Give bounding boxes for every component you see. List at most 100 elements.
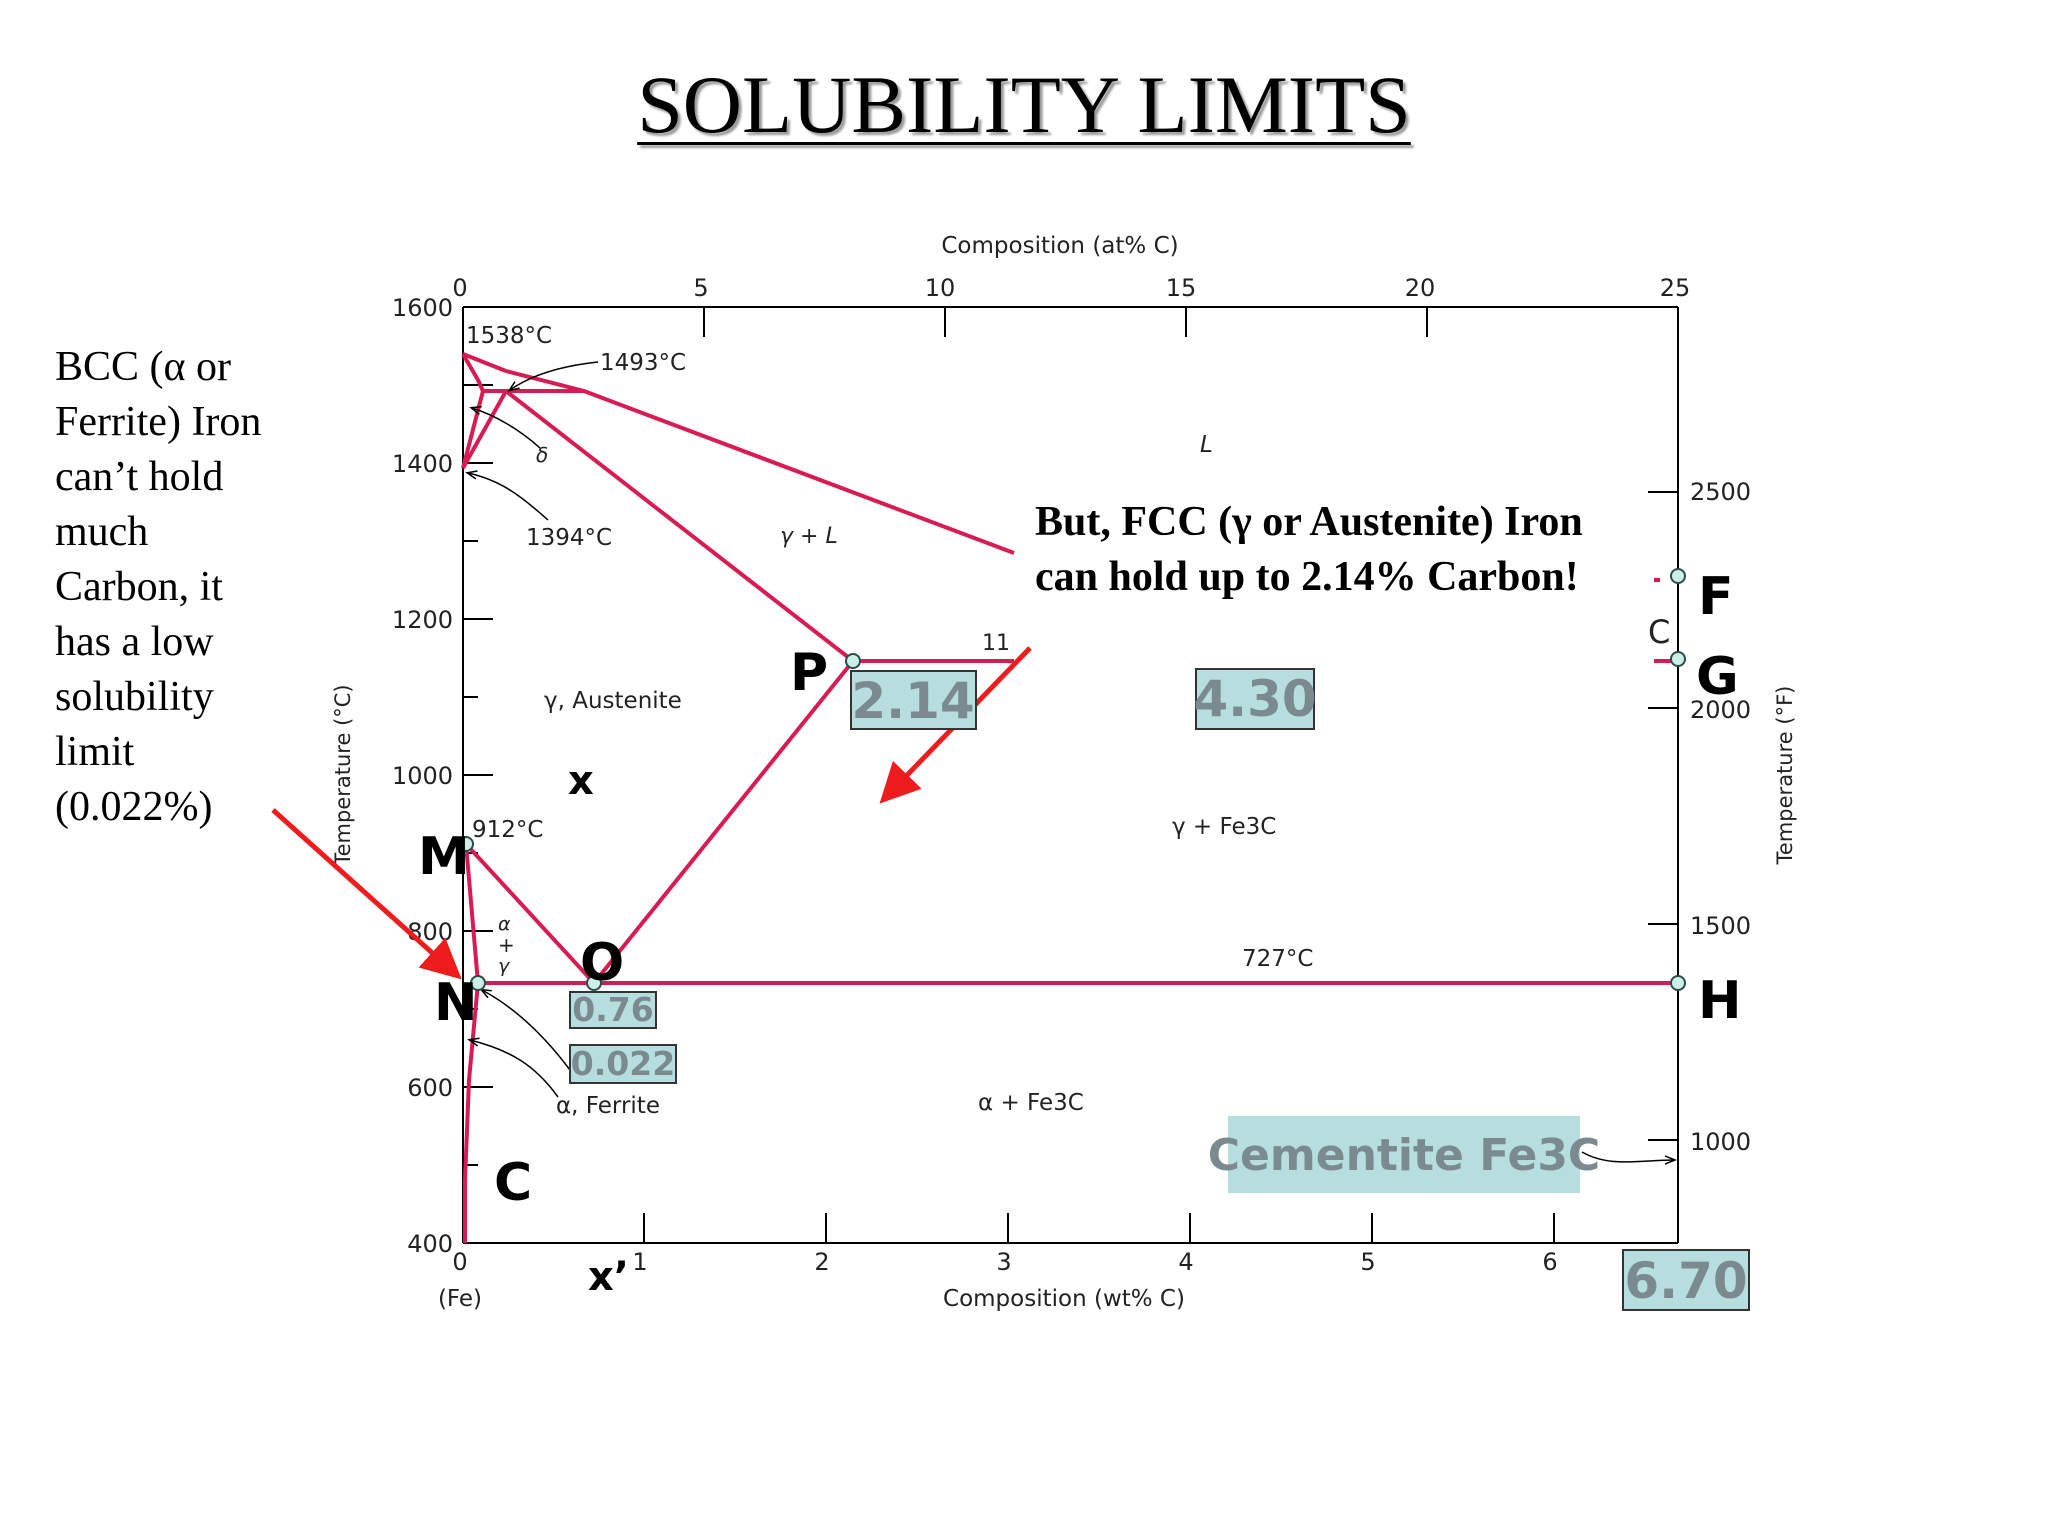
top-tick-label: 25 [1660,274,1691,302]
top-tick-labels: 0 5 10 15 20 25 [452,274,1690,302]
box-670: 6.70 [1622,1249,1750,1311]
right-tick-label: 1000 [1690,1128,1751,1156]
red-arrows [271,646,1032,980]
box-0022: 0.022 [569,1044,677,1084]
fe-label: (Fe) [438,1286,482,1312]
point-h [1670,975,1686,991]
label-c-mark: C [1648,613,1670,651]
phase-lines [461,352,1678,1243]
bottom-axis-title: Composition (wt% C) [943,1286,1185,1312]
letter-o: O [580,933,624,993]
right-tick-label: 2000 [1690,696,1751,724]
bcc-arrow [271,808,462,980]
region-alpha-fe3c: α + Fe3C [978,1090,1084,1116]
value-boxes: 2.14 4.30 0.76 0.022 6.70 Cementite Fe3C [569,668,1750,1311]
bcc-note: BCC (α or Ferrite) Iron can’t hold much … [55,344,262,830]
liquidus-upper [462,352,1015,555]
fcc-arrow [879,646,1032,804]
x-markers: x x’ [568,758,629,1300]
bottom-tick-label: 0 [452,1248,467,1276]
box-430-text: 4.30 [1193,670,1316,728]
top-tick-label: 15 [1166,274,1197,302]
region-austenite: γ, Austenite [544,688,682,714]
diagram-labels: 1538°C 1493°C 1394°C 912°C 727°C L γ + L… [466,323,1670,1119]
solidus [504,389,855,663]
temp-912: 912°C [472,817,543,843]
top-tick-label: 0 [452,274,467,302]
left-tick-label: 600 [407,1074,453,1102]
temperature-annotations [468,361,1674,1162]
letter-m: M [418,827,470,887]
point-f [1670,568,1686,584]
right-tick-labels: 2500 2000 1500 1000 [1690,478,1751,1156]
right-axis-title: Temperature (°F) [1773,686,1797,866]
point-g [1670,651,1686,667]
temp-1538: 1538°C [466,323,552,349]
alpha-gamma-boundary [464,843,480,984]
tick-marks [463,307,1678,1243]
letter-n: N [434,973,478,1033]
point-n [470,975,486,991]
top-axis-title: Composition (at% C) [941,233,1178,259]
bottom-tick-label: 5 [1360,1248,1375,1276]
bottom-tick-label: 6 [1542,1248,1557,1276]
delta-gamma [461,390,508,469]
region-gamma: γ [498,955,511,977]
letter-h: H [1698,971,1742,1031]
box-cementite-text: Cementite Fe3C [1208,1130,1600,1181]
letter-c: C [494,1153,532,1213]
bottom-tick-labels: 0 1 2 3 4 5 6 [452,1248,1557,1276]
region-gamma-fe3c: γ + Fe3C [1172,814,1276,840]
box-214: 2.14 [850,670,977,730]
bottom-tick-label: 1 [632,1248,647,1276]
point-p [845,653,861,669]
left-tick-label: 1200 [392,606,453,634]
marker-x-prime: x’ [588,1254,629,1300]
letter-f: F [1698,567,1734,627]
bottom-tick-label: 3 [996,1248,1011,1276]
right-tick-label: 1500 [1690,912,1751,940]
region-ferrite: α, Ferrite [556,1093,660,1119]
axes-frame [462,306,1679,1244]
marker-x: x [568,758,594,804]
box-cementite: Cementite Fe3C [1208,1116,1600,1193]
left-tick-label: 1000 [392,762,453,790]
letter-g: G [1696,647,1739,707]
temp-1493: 1493°C [600,350,686,376]
region-alpha: α [498,913,511,935]
left-tick-label: 800 [407,918,453,946]
delta-lower [461,390,485,469]
region-liquid: L [1200,432,1213,458]
letter-p: P [790,643,828,703]
left-axis-title: Temperature (°C) [331,684,355,866]
temp-727: 727°C [1242,946,1313,972]
box-0022-text: 0.022 [571,1044,675,1083]
delta-boundary [461,353,485,392]
box-214-text: 2.14 [851,672,974,730]
left-tick-label: 1400 [392,450,453,478]
point-m [458,836,474,852]
box-430: 4.30 [1193,668,1317,730]
box-076: 0.76 [569,990,657,1029]
box-670-text: 6.70 [1624,1252,1747,1310]
point-letters: M N O P F G H C [418,567,1742,1213]
bottom-tick-label: 2 [814,1248,829,1276]
top-tick-label: 5 [693,274,708,302]
region-plus: + [498,933,515,957]
key-points [458,568,1686,991]
label-eleven: 11 [982,631,1010,656]
arrow-1493 [510,361,599,390]
top-tick-label: 10 [925,274,956,302]
region-gamma-liquid: γ + L [780,524,838,549]
page-title: SOLUBILITY LIMITS [637,59,1411,150]
right-tick-label: 2500 [1690,478,1751,506]
bottom-tick-label: 4 [1178,1248,1193,1276]
left-tick-label: 400 [407,1230,453,1258]
acm-line [592,659,855,985]
arrow-delta [472,408,541,449]
point-o [586,975,602,991]
arrow-1394 [468,473,549,521]
arrow-cementite [1581,1151,1674,1162]
ferrite-solvus [463,982,480,1243]
